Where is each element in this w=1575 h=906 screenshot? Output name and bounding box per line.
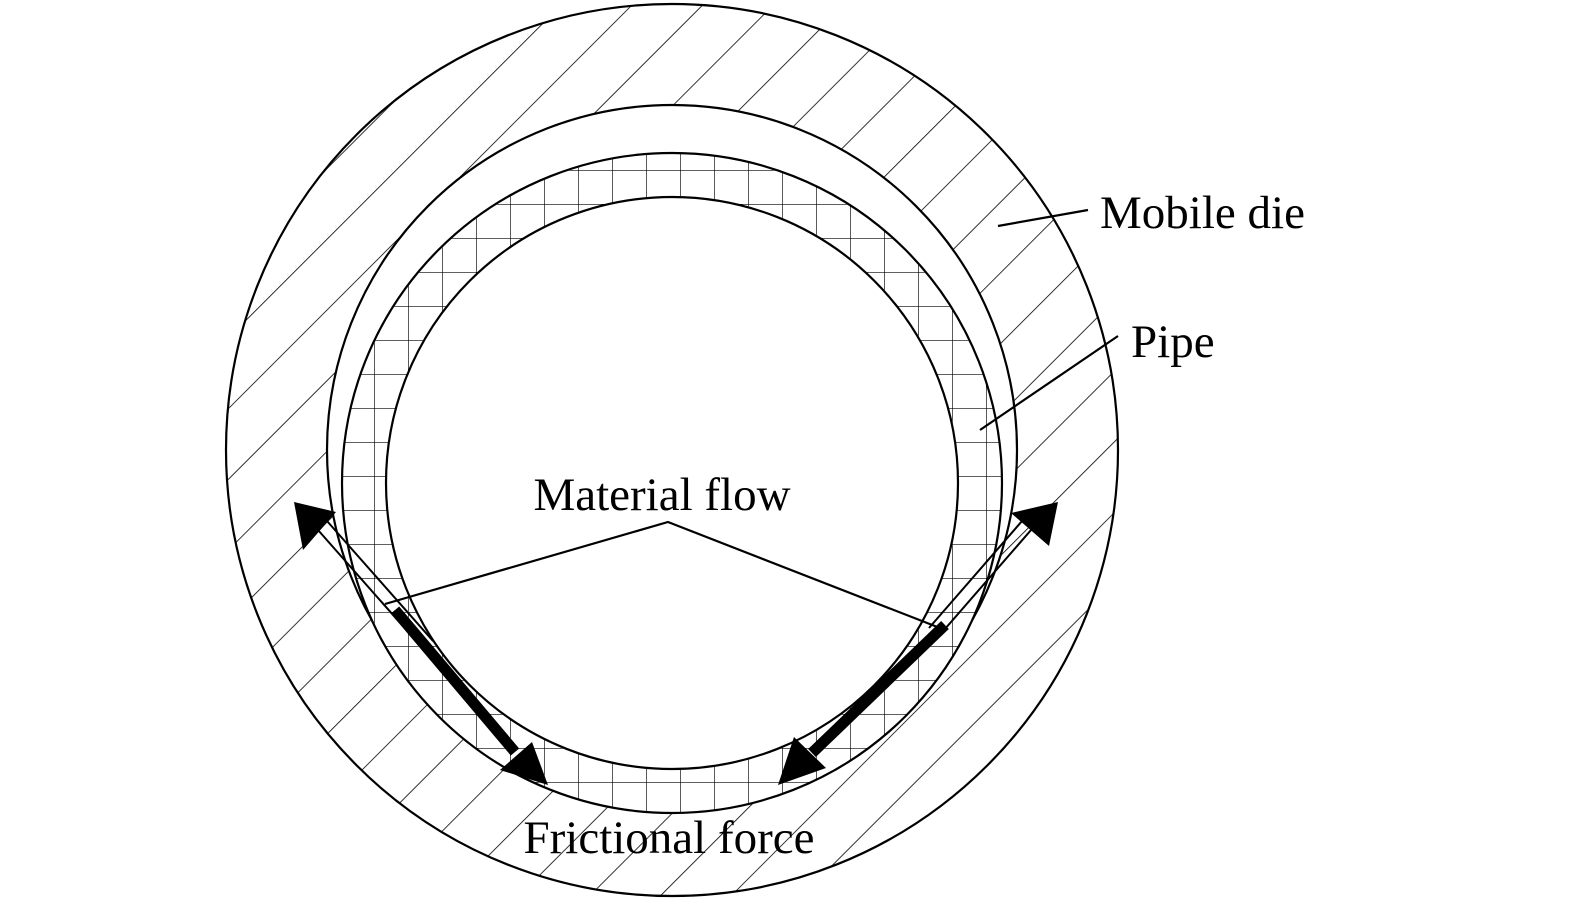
mobile-die-label: Mobile die	[1100, 187, 1305, 239]
leader-lines	[384, 208, 1119, 630]
pipe-leader	[979, 335, 1119, 431]
material-flow-arrows	[294, 502, 1058, 651]
friction-arrow-right-shaft	[808, 621, 949, 757]
friction-arrow-left-head	[500, 742, 548, 785]
pipe-label: Pipe	[1131, 316, 1215, 368]
friction-arrow-right-head	[778, 737, 826, 785]
pipe-outer-edge	[340, 151, 1004, 815]
material-flow-leader	[384, 520, 941, 630]
mobile-die-leader	[997, 208, 1089, 228]
pipe-inner-edge	[384, 195, 960, 771]
frictional-force-arrows	[390, 606, 949, 785]
material-flow-label: Material flow	[533, 469, 790, 521]
material-flow-arrow-right	[928, 502, 1058, 638]
frictional-force-label: Frictional force	[523, 812, 814, 864]
material-flow-arrow-left-head	[294, 502, 336, 550]
material-flow-arrow-left	[294, 502, 434, 651]
material-flow-arrow-right-head	[1011, 502, 1058, 546]
friction-arrow-left-shaft	[390, 606, 520, 756]
